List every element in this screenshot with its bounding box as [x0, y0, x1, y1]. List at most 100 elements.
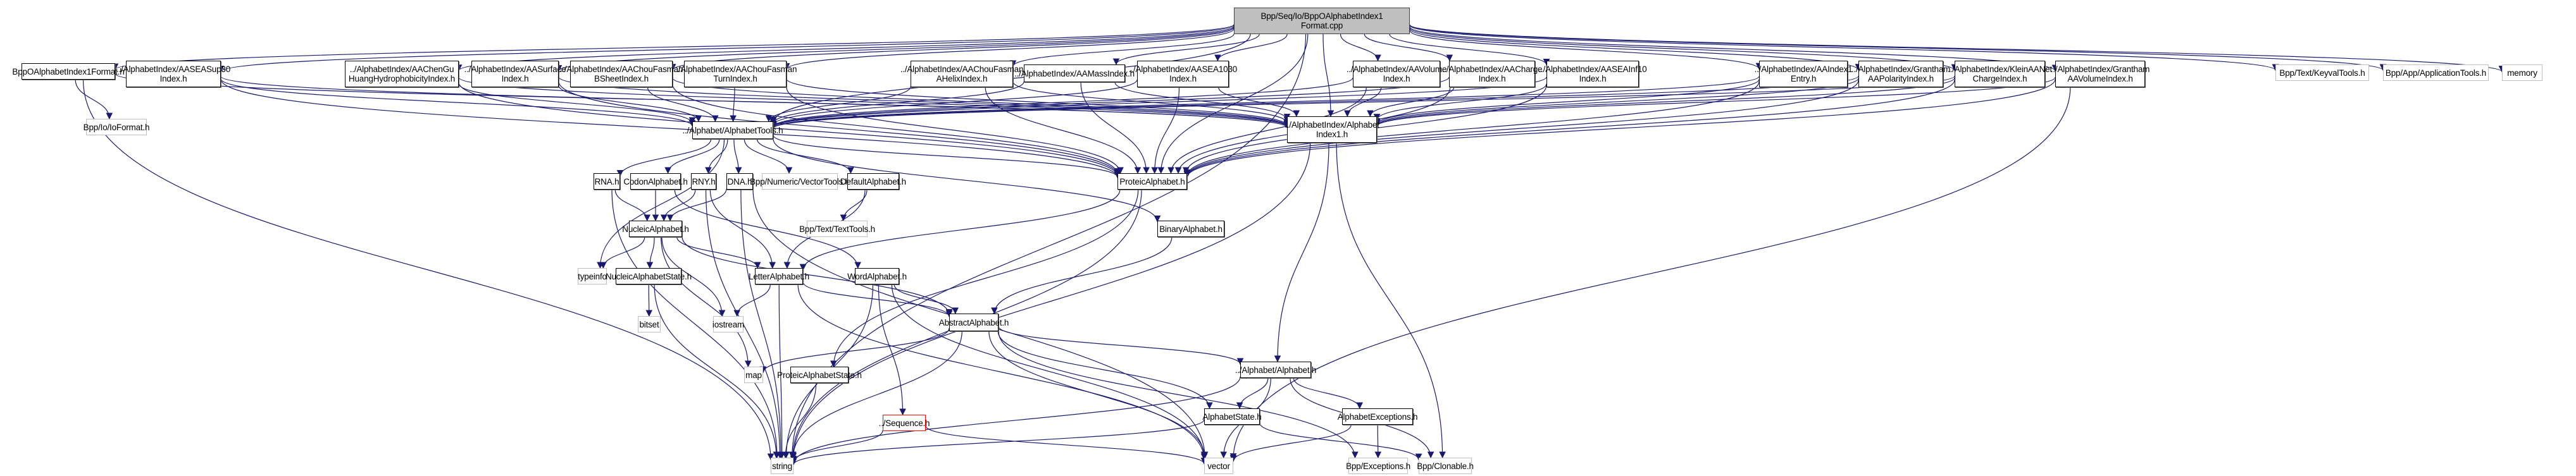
edge-alphatools-to-defaultalpha: [756, 138, 854, 174]
node-alphatools[interactable]: ../Alphabet/AlphabetTools.h: [683, 121, 783, 139]
edge-aachou_bsheet-to-alphatools: [647, 87, 719, 123]
edge-sequence-to-string: [790, 430, 883, 463]
edge-aasurface-to-alphatools: [558, 85, 702, 123]
edge-alphaexc-to-vector: [1229, 424, 1352, 462]
node-alphaexc[interactable]: AlphabetExceptions.h: [1338, 408, 1417, 425]
node-root[interactable]: Bpp/Seq/Io/BppOAlphabetIndex1 Format.cpp: [1234, 8, 1410, 34]
edge-alphabet-to-alphaexc: [1293, 377, 1364, 410]
node-label: NucleicAlphabetState.h: [606, 271, 692, 281]
edge-aaseainf10-to-alphaindex1: [1373, 83, 1547, 121]
edge-binary-to-abstract: [991, 236, 1173, 315]
node-label: RNA.h: [594, 176, 619, 186]
node-label: vector: [1207, 461, 1230, 471]
node-aachou-bsheet[interactable]: ../AlphabetIndex/AAChouFasman BSheetInde…: [560, 61, 683, 87]
edge-aasea_sup30-to-alphaindex1: [220, 76, 1290, 128]
node-aasea-sup30[interactable]: ../AlphabetIndex/AASEASup30 Index.h: [116, 61, 230, 87]
node-aasurface[interactable]: ../AlphabetIndex/AASurface Index.h: [464, 61, 566, 87]
node-aavolume[interactable]: ../AlphabetIndex/AAVolume Index.h: [1347, 61, 1447, 87]
node-letter[interactable]: LetterAlphabet.h: [749, 268, 809, 284]
node-label: ../AlphabetIndex/AASurface Index.h: [464, 64, 566, 83]
edge-grantham_pol-to-proteic: [1183, 80, 1859, 178]
edge-aavolume-to-alphatools: [769, 77, 1353, 128]
edge-alphatools-to-vectortools: [744, 138, 793, 174]
node-texttools: Bpp/Text/TextTools.h: [799, 221, 875, 237]
node-codon[interactable]: CodonAlphabet.h: [623, 173, 688, 190]
node-abstract[interactable]: AbstractAlphabet.h: [939, 314, 1009, 331]
node-bitset: bitset: [638, 316, 661, 333]
edge-fmt_h-to-ioformat: [75, 79, 113, 120]
node-proteic[interactable]: ProteicAlphabet.h: [1117, 173, 1187, 190]
node-aachou-turn[interactable]: ../AlphabetIndex/AAChouFasman TurnIndex.…: [674, 61, 797, 87]
node-binary[interactable]: BinaryAlphabet.h: [1157, 221, 1224, 237]
edge-nucleic-to-letter: [676, 236, 761, 269]
edge-fmt_h-to-string: [82, 79, 775, 461]
node-label: ../Alphabet/Alphabet.h: [1235, 365, 1317, 375]
node-apptools: Bpp/App/ApplicationTools.h: [2383, 64, 2489, 81]
edge-abstract-to-alphastate: [997, 331, 1213, 410]
node-rny[interactable]: RNY.h: [691, 173, 716, 190]
node-typeinfo: typeinfo: [578, 268, 607, 284]
edge-root-to-aaseainf10: [1389, 34, 1550, 66]
edge-letter-to-vector: [797, 284, 1208, 461]
node-fmt-h[interactable]: BppOAlphabetIndex1Format.h: [12, 63, 125, 80]
node-rna[interactable]: RNA.h: [594, 173, 620, 190]
node-label: AbstractAlphabet.h: [938, 317, 1009, 327]
edge-alphastate-to-clonable: [1259, 423, 1422, 461]
node-label: Bpp/Numeric/VectorTools.h: [750, 176, 850, 186]
node-alphaindex1[interactable]: ../AlphabetIndex/Alphabet Index1.h: [1285, 116, 1379, 143]
node-klein[interactable]: ../AlphabetIndex/KleinAANet ChargeIndex.…: [1948, 61, 2052, 87]
node-sequence[interactable]: ../Sequence.h: [879, 415, 930, 431]
edge-word-to-sequence: [878, 284, 906, 416]
node-nucleicstate[interactable]: NucleicAlphabetState.h: [606, 268, 692, 284]
edge-codon-to-word: [674, 189, 862, 269]
node-grantham-pol[interactable]: ../AlphabetIndex/Grantham AAPolarityInde…: [1851, 61, 1950, 87]
node-aachen-gu[interactable]: ../AlphabetIndex/AAChenGu HuangHydrophob…: [345, 61, 459, 87]
node-aacharge[interactable]: ../AlphabetIndex/AACharge Index.h: [1442, 61, 1543, 87]
node-label: bitset: [639, 319, 659, 329]
edge-aacharge-to-alphaindex1: [1367, 87, 1455, 118]
edge-alphastate-to-string: [790, 419, 1205, 466]
node-aamass[interactable]: ../AlphabetIndex/AAMassIndex.h: [1014, 64, 1135, 82]
edge-letter-to-iostream: [733, 284, 771, 317]
node-nucleic[interactable]: NucleicAlphabet.h: [622, 221, 689, 237]
node-label: Bpp/App/ApplicationTools.h: [2385, 68, 2487, 78]
node-label: ../AlphabetIndex/Grantham AAPolarityInde…: [1851, 64, 1951, 83]
edge-grantham_vol-to-vector: [1229, 87, 2071, 460]
node-label: ../AlphabetIndex/AASEA1030 Index.h: [1128, 64, 1238, 83]
node-vectortools: Bpp/Numeric/VectorTools.h: [750, 173, 850, 190]
node-alphastate[interactable]: AlphabetState.h: [1202, 408, 1262, 425]
node-alphabet[interactable]: ../Alphabet/Alphabet.h: [1235, 362, 1316, 378]
node-label: Bpp/Seq/Io/BppOAlphabetIndex1 Format.cpp: [1260, 11, 1383, 30]
node-label: ../Alphabet/AlphabetTools.h: [682, 125, 783, 135]
node-label: ../AlphabetIndex/AAChouFasman TurnIndex.…: [673, 64, 797, 83]
node-label: typeinfo: [578, 271, 607, 281]
node-aaindex1entry[interactable]: ../AlphabetIndex/AAIndex1 Entry.h: [1755, 61, 1853, 87]
node-word[interactable]: WordAlphabet.h: [847, 268, 907, 284]
edge-sequence-to-vector: [925, 425, 1208, 465]
node-proteicstate[interactable]: ProteicAlphabetState.h: [777, 367, 862, 383]
node-aaseainf10[interactable]: ../AlphabetIndex/AASEAInf10 Index.h: [1539, 61, 1647, 87]
edge-root-to-memory: [1409, 24, 2505, 73]
edge-alphaindex1-to-alphabet: [1274, 142, 1329, 363]
edge-letter-to-string: [778, 284, 786, 459]
node-grantham-vol[interactable]: ../AlphabetIndex/Grantham AAVolumeIndex.…: [2051, 61, 2150, 87]
edge-aachou_ahelix-to-proteic: [985, 87, 1142, 174]
node-label: ../AlphabetIndex/AACharge Index.h: [1441, 64, 1543, 83]
node-aasea1030[interactable]: ../AlphabetIndex/AASEA1030 Index.h: [1129, 61, 1237, 87]
edge-abstract-to-alphabet: [998, 326, 1244, 365]
edge-abstract-to-exceptions: [998, 331, 1359, 459]
node-dna[interactable]: DNA.h: [726, 173, 753, 190]
edge-rna-to-nucleic: [614, 189, 651, 222]
edge-dna-to-string: [740, 189, 785, 459]
edge-aachou_bsheet-to-proteic: [672, 84, 1121, 175]
node-label: BinaryAlphabet.h: [1159, 224, 1223, 234]
node-label: map: [745, 370, 762, 380]
node-aachou-ahelix[interactable]: ../AlphabetIndex/AAChouFasman AHelixInde…: [900, 61, 1023, 87]
edge-abstract-to-string: [790, 331, 962, 459]
edge-nucleic-to-iostream: [661, 236, 726, 317]
node-label: RNY.h: [692, 176, 716, 186]
node-label: ../AlphabetIndex/AAChenGu HuangHydrophob…: [348, 64, 456, 83]
edge-aavolume-to-alphaindex1: [1343, 87, 1382, 118]
node-defaultalpha[interactable]: DefaultAlphabet.h: [840, 173, 906, 190]
edge-defaultalpha-to-texttools: [840, 189, 868, 222]
